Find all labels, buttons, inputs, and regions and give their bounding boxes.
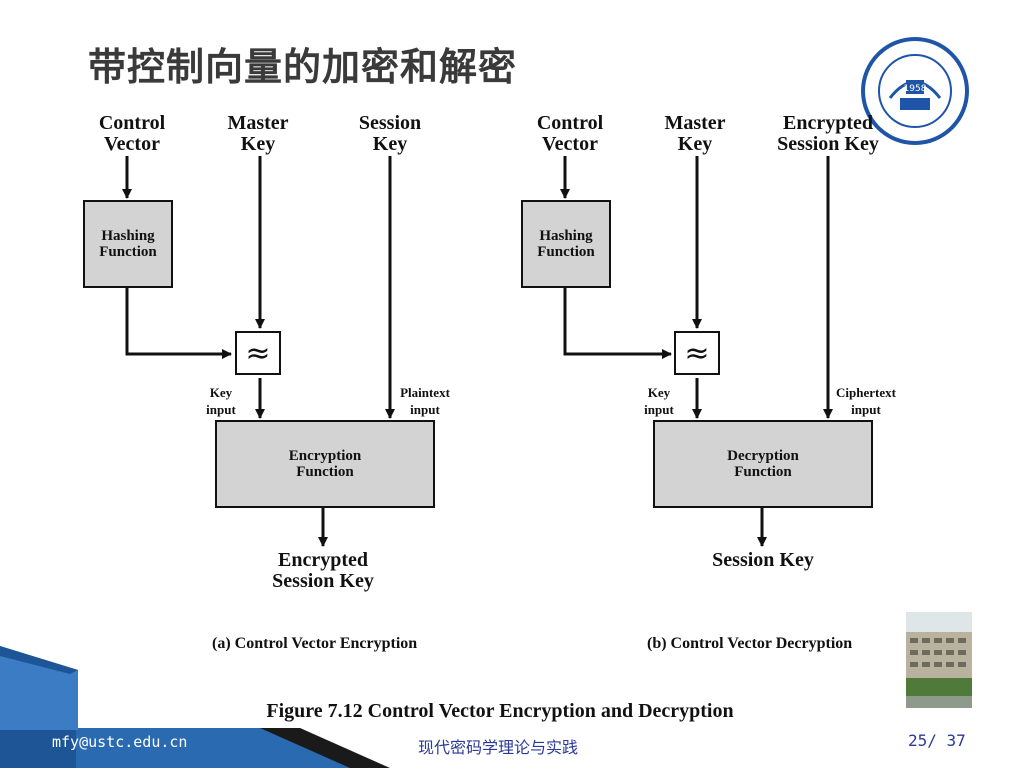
campus-photo	[906, 612, 972, 708]
footer-course: 现代密码学理论与实践	[418, 738, 579, 757]
right-output-label: Session Key	[712, 549, 814, 571]
left-combiner-box: ≈	[235, 331, 281, 375]
footer-band	[0, 728, 390, 768]
footer-email: mfy@ustc.edu.cn	[52, 733, 188, 751]
corner-swoosh	[0, 646, 78, 730]
svg-text:1958: 1958	[904, 84, 927, 94]
right-caption: (b) Control Vector Decryption	[647, 635, 853, 652]
right-combiner-box: ≈	[674, 331, 720, 375]
page-number: 25/ 37	[908, 731, 966, 750]
left-caption: (a) Control Vector Encryption	[212, 635, 418, 652]
university-logo: 1958	[861, 37, 969, 145]
slide-title: 带控制向量的加密和解密	[88, 45, 518, 89]
figure-caption: Figure 7.12 Control Vector Encryption an…	[266, 700, 734, 722]
